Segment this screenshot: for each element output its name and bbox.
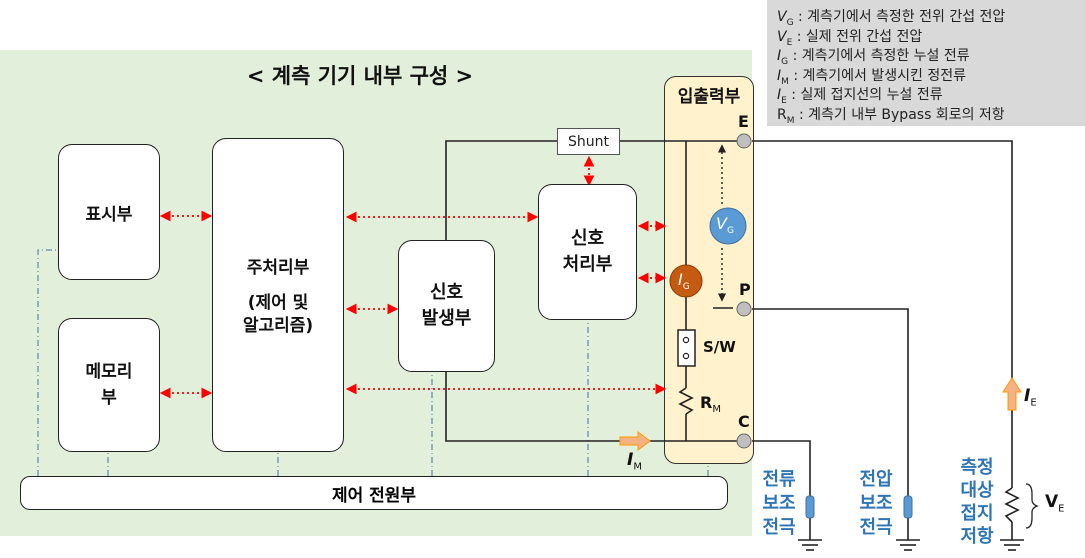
shunt-label: Shunt xyxy=(568,133,609,150)
diagram-title: < 계측 기기 내부 구성 > xyxy=(246,64,474,88)
legend-text: : 계측기 내부 Bypass 회로의 저항 xyxy=(794,106,1005,123)
legend-symbol-sub: M xyxy=(786,115,795,126)
resistor-target xyxy=(1004,487,1020,523)
legend-text: : 계측기에서 측정한 누설 전류 xyxy=(788,48,970,64)
resistor-rm xyxy=(678,387,694,415)
legend-symbol: V xyxy=(777,28,787,45)
power-block-label: 제어 전원부 xyxy=(331,485,417,506)
wire-c-current xyxy=(752,440,811,498)
switch-sw xyxy=(677,329,696,367)
vg-symbol: VG xyxy=(716,214,734,237)
ie-symbol: IE xyxy=(1024,386,1037,409)
legend-symbol-sub: G xyxy=(781,56,789,67)
display-block: 표시부 xyxy=(58,144,160,280)
ground-symbols xyxy=(798,539,1024,551)
signal-processor-label: 신호 처리부 xyxy=(562,228,613,275)
main-processor-block: 주처리부 (제어 및 알고리즘) xyxy=(212,138,344,452)
main-processor-sublabel: (제어 및 알고리즘) xyxy=(242,292,314,336)
legend-symbol: I xyxy=(777,48,782,64)
io-block-label: 입출력부 xyxy=(677,87,741,107)
current-electrode-rod xyxy=(805,495,815,519)
legend-row: VG : 계측기에서 측정한 전위 간섭 전압 xyxy=(777,6,1005,28)
main-processor-label: 주처리부 xyxy=(246,257,310,278)
terminal-c-label: C xyxy=(738,412,750,431)
legend-symbol: V xyxy=(777,9,787,25)
ig-meter xyxy=(669,264,703,298)
terminal-e-label: E xyxy=(738,112,749,131)
legend-row: VE : 실제 전위 간섭 전압 xyxy=(777,26,922,48)
legend-row: IE : 실제 접지선의 누설 전류 xyxy=(777,84,943,106)
voltage-electrode-rod xyxy=(903,495,913,519)
ve-symbol: VE xyxy=(1045,492,1065,515)
voltage-electrode-label: 전압 보조 전극 xyxy=(859,469,893,538)
switch-label: S/W xyxy=(703,338,736,356)
terminal-p xyxy=(736,301,752,317)
legend-text: : 실제 전위 간섭 전압 xyxy=(792,28,923,45)
rm-label: RM xyxy=(700,393,721,416)
signal-generator-label: 신호 발생부 xyxy=(421,282,472,329)
im-arrow xyxy=(619,431,651,451)
im-symbol: IM xyxy=(627,450,642,473)
display-block-label: 표시부 xyxy=(85,204,133,225)
terminal-p-label: P xyxy=(739,280,751,299)
memory-block-label: 메모리 부 xyxy=(85,362,133,408)
terminal-c xyxy=(736,433,752,449)
legend-symbol-sub: E xyxy=(786,37,793,48)
legend-symbol-sub: G xyxy=(786,17,794,28)
legend-row: IG : 계측기에서 측정한 누설 전류 xyxy=(777,45,970,67)
legend-symbol-sub: M xyxy=(781,76,789,87)
current-electrode-label: 전류 보조 전극 xyxy=(762,469,796,538)
wire-e-target xyxy=(752,140,1013,488)
target-resistance-label: 측정 대상 접지 저항 xyxy=(960,457,994,547)
ig-symbol: IG xyxy=(678,270,690,293)
legend-text: : 계측기에서 발생시킨 정전류 xyxy=(788,67,966,84)
shunt-box: Shunt xyxy=(557,128,620,155)
wire-p-voltage xyxy=(752,308,909,498)
wire-siggen-shunt xyxy=(445,140,557,240)
terminal-e xyxy=(736,133,752,149)
signal-processor-block: 신호 처리부 xyxy=(538,184,637,320)
legend-symbol: I xyxy=(777,87,782,103)
legend-symbol: R xyxy=(777,106,787,123)
power-block: 제어 전원부 xyxy=(20,476,728,510)
power-distribution-lines xyxy=(37,249,709,476)
memory-block: 메모리 부 xyxy=(58,318,160,452)
legend-row: IM : 계측기에서 발생시킨 정전류 xyxy=(777,65,966,87)
ie-arrow xyxy=(1002,377,1022,411)
signal-generator-block: 신호 발생부 xyxy=(398,240,495,372)
legend-symbol: I xyxy=(777,67,782,84)
ve-brace xyxy=(1025,483,1039,529)
legend-panel xyxy=(767,0,1085,126)
legend-text: : 계측기에서 측정한 전위 간섭 전압 xyxy=(793,9,1006,25)
legend-text: : 실제 접지선의 누설 전류 xyxy=(786,87,943,103)
legend-symbol-sub: E xyxy=(781,95,787,106)
vg-meter xyxy=(709,207,747,245)
legend-row: RM : 계측기 내부 Bypass 회로의 저항 xyxy=(777,104,1005,126)
